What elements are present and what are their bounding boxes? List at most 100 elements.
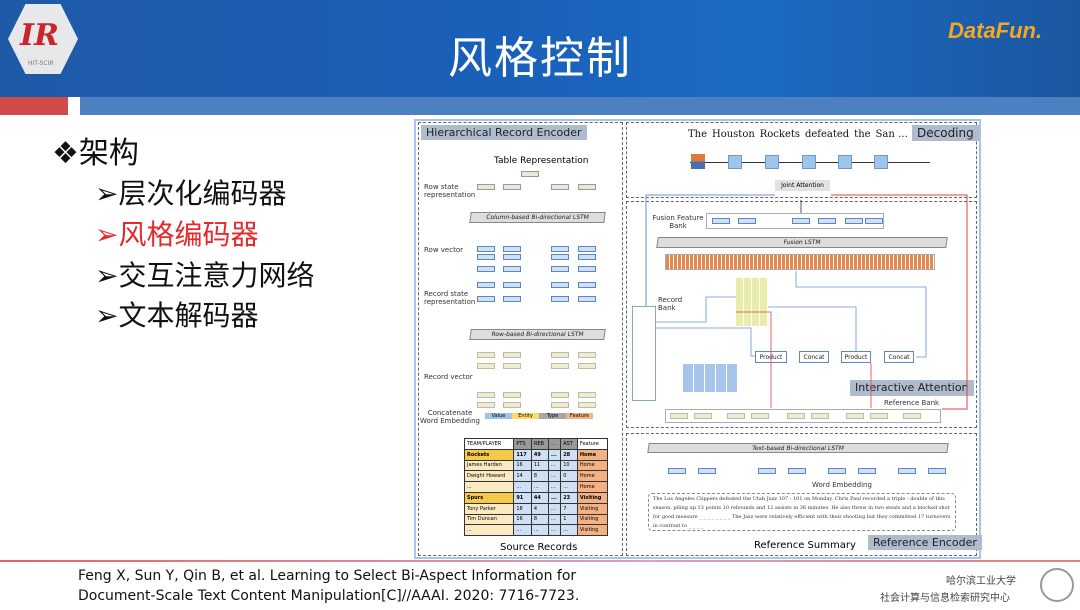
table-cell: 18 [513, 502, 532, 515]
table-cell: Home [576, 470, 609, 483]
vector-box [551, 184, 569, 190]
reference-summary-label: Reference Summary [754, 540, 856, 551]
table-row: ...............Visiting [463, 524, 609, 537]
vector-box [477, 254, 495, 260]
record-state-label: Record state representation [424, 290, 476, 306]
outline-item: ➢交互注意力网络 [95, 259, 315, 292]
vector-box [477, 282, 495, 288]
decoder-init-state [691, 154, 705, 169]
joint-attention-box: Joint Attention [775, 180, 830, 191]
vector-box [503, 246, 521, 252]
embed-type: Type [539, 413, 566, 419]
outline-item: ➢层次化编码器 [95, 177, 287, 210]
decoder-lstm-cell [838, 155, 852, 169]
vector-box [828, 468, 846, 474]
table-cell: Home [576, 459, 609, 472]
table-cell: Spurs [463, 491, 515, 504]
table-cell: ... [548, 481, 562, 493]
table-cell: 4 [530, 502, 550, 515]
slide-title: 风格控制 [448, 33, 632, 84]
vector-box [503, 402, 521, 408]
table-cell: Visiting [576, 513, 609, 526]
table-cell: ... [548, 513, 562, 526]
table-cell: ... [548, 438, 562, 450]
embed-value: Value [485, 413, 512, 419]
reference-encoder-tag: Reference Encoder [868, 535, 982, 550]
decoded-word: the [854, 129, 871, 140]
accent-bar-red [0, 97, 68, 115]
vector-box [578, 266, 596, 272]
citation-line-1: Feng X, Sun Y, Qin B, et al. Learning to… [78, 568, 577, 584]
outline-item: ➢文本解码器 [95, 299, 259, 332]
table-cell: Visiting [576, 524, 609, 537]
word-embedding-label: Word Embedding [812, 481, 872, 489]
row-vector-label: Row vector [424, 246, 463, 254]
table-cell: ... [548, 448, 562, 461]
concat-embedding-label: Concatenate Word Embedding [420, 409, 480, 425]
vector-box [551, 363, 569, 369]
vector-box [578, 363, 596, 369]
vector-box [865, 218, 883, 224]
table-cell: 0 [560, 470, 578, 483]
vector-box [928, 468, 946, 474]
vector-box [503, 184, 521, 190]
embedding-parts: Value Entity Type Feature [485, 413, 593, 419]
reference-summary-text: The Los Angeles Clippers defeated the Ut… [648, 493, 956, 531]
attention-matrix-reference [683, 364, 738, 392]
vector-box [818, 218, 836, 224]
table-cell: 23 [560, 491, 578, 504]
table-cell: Home [576, 448, 609, 461]
institution-line-1: 哈尔滨工业大学 [946, 576, 1016, 587]
vector-box [845, 218, 863, 224]
vector-box [551, 246, 569, 252]
accent-bar-blue [80, 97, 1080, 115]
vector-box [751, 413, 769, 419]
text-lstm: Text-based Bi-directional LSTM [647, 443, 949, 453]
vector-box [811, 413, 829, 419]
table-cell: 8 [530, 513, 550, 526]
slide-header [0, 0, 1080, 97]
product-op: Product [841, 351, 871, 363]
outline-item-active: ➢风格编码器 [95, 218, 259, 251]
decoded-word: Rockets [759, 129, 801, 140]
fusion-bank-label: Fusion Feature Bank [652, 214, 704, 230]
vector-box [477, 184, 495, 190]
record-bank-label: Record Bank [658, 296, 683, 312]
table-cell: ... [530, 524, 550, 537]
concat-op: Concat [884, 351, 914, 363]
table-cell: ... [513, 524, 532, 537]
table-cell: 44 [530, 491, 550, 504]
decoded-word: defeated [804, 129, 850, 140]
vector-box [792, 218, 810, 224]
table-cell: 11 [530, 459, 550, 472]
vector-box [551, 254, 569, 260]
table-cell: ... [548, 491, 562, 504]
table-row: ...............Home [463, 481, 609, 493]
decoding-tag: Decoding [912, 125, 979, 141]
table-cell: TEAM/PLAYER [463, 438, 515, 450]
vector-box [846, 413, 864, 419]
vector-box [694, 413, 712, 419]
table-cell: 14 [513, 470, 532, 483]
vector-box [578, 282, 596, 288]
table-cell: 16 [513, 513, 532, 526]
table-cell: ... [548, 459, 562, 472]
vector-box [551, 266, 569, 272]
table-cell: ... [513, 481, 532, 493]
vector-box [738, 218, 756, 224]
vector-box [578, 184, 596, 190]
vector-box [788, 468, 806, 474]
table-cell: 1 [560, 513, 578, 526]
table-cell: Visiting [576, 502, 609, 515]
decoded-word: San … [875, 129, 908, 140]
vector-box [578, 402, 596, 408]
attention-matrix-record [736, 278, 768, 326]
university-seal [1040, 568, 1074, 602]
connection-arrows [645, 194, 968, 410]
vector-box [551, 296, 569, 302]
row-state-label: Row state representation [424, 183, 476, 199]
vector-box [551, 282, 569, 288]
table-cell: 16 [513, 459, 532, 472]
